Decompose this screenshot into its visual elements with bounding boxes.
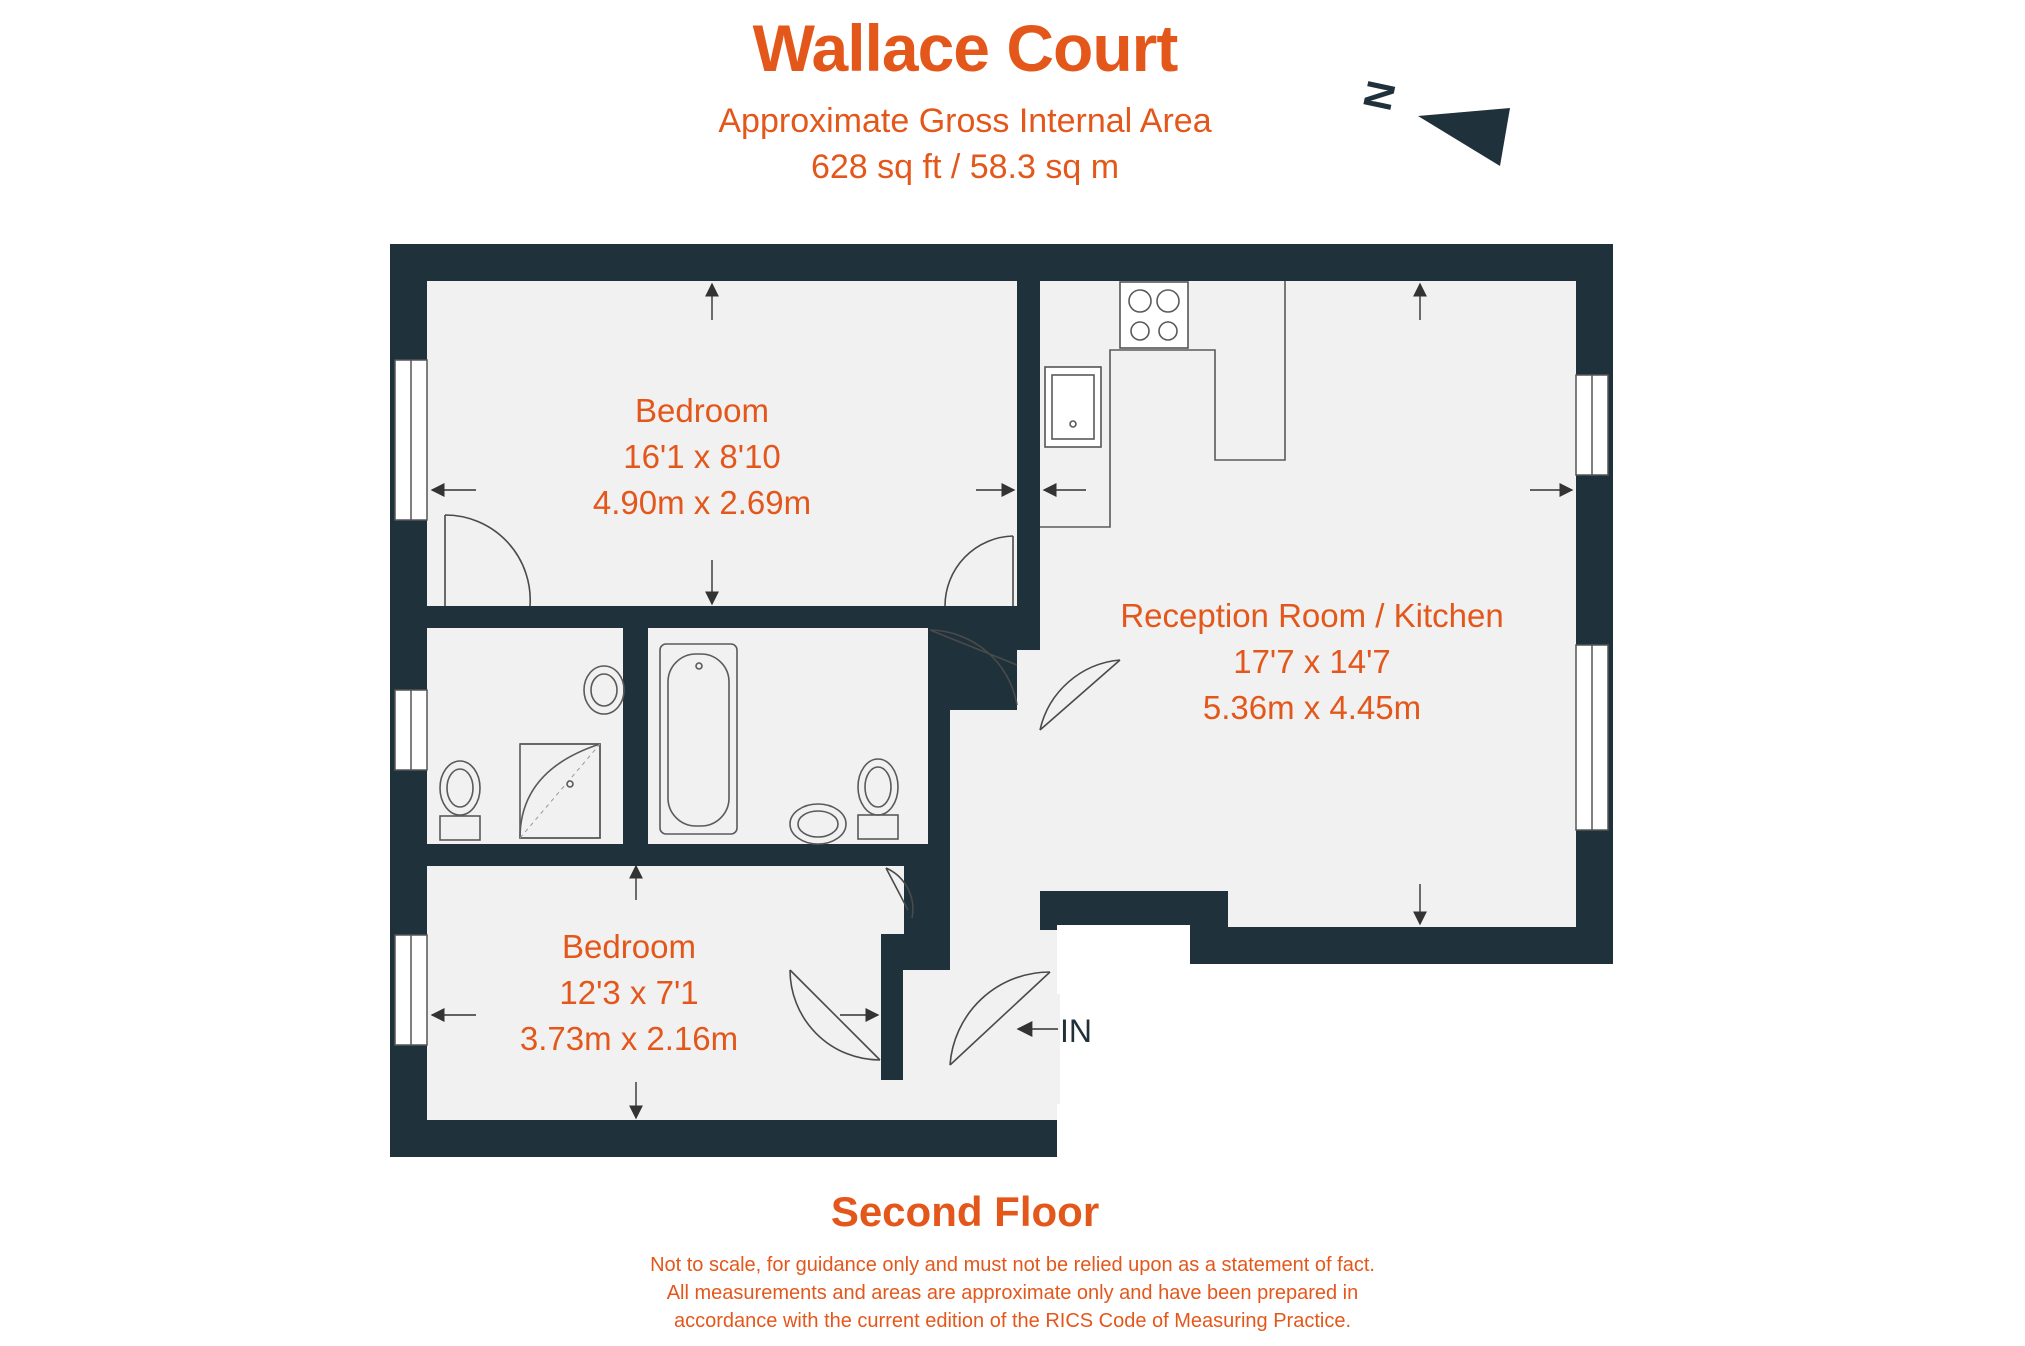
entrance-marker: IN xyxy=(1016,1013,1092,1049)
walls xyxy=(390,244,1613,1157)
room-name: Bedroom xyxy=(562,928,696,965)
dimension-arrows xyxy=(430,282,1574,1120)
bath-icon xyxy=(659,643,738,835)
reception-floor xyxy=(1040,281,1576,891)
door xyxy=(1039,659,1121,731)
compass-north-label: N xyxy=(1356,77,1405,114)
room-metric: 5.36m x 4.45m xyxy=(1203,689,1421,726)
room-label-reception: Reception Room / Kitchen 17'7 x 14'7 5.3… xyxy=(1120,597,1503,726)
bedroom-1-floor xyxy=(427,281,1017,606)
kitchen-fixtures xyxy=(1040,281,1286,528)
room-name: Reception Room / Kitchen xyxy=(1120,597,1503,634)
room-imperial: 12'3 x 7'1 xyxy=(559,974,698,1011)
sink-icon xyxy=(1044,366,1102,448)
cupboard-floor xyxy=(832,866,904,934)
door xyxy=(444,514,532,607)
floor-label: Second Floor xyxy=(830,1188,1100,1235)
disclaimer-line: Not to scale, for guidance only and must… xyxy=(650,1254,1375,1276)
door xyxy=(929,629,1018,706)
room-label-bedroom-1: Bedroom 16'1 x 8'10 4.90m x 2.69m xyxy=(593,392,811,521)
compass-arrow-icon xyxy=(1418,108,1510,166)
door xyxy=(885,867,914,919)
room-metric: 3.73m x 2.16m xyxy=(520,1020,738,1057)
compass: N xyxy=(1356,77,1510,166)
hob-icon xyxy=(1119,281,1189,349)
door xyxy=(789,969,881,1061)
toilet-icon xyxy=(439,815,481,841)
area-label: Approximate Gross Internal Area xyxy=(718,102,1212,140)
windows xyxy=(394,359,1609,1046)
room-imperial: 16'1 x 8'10 xyxy=(623,438,781,475)
area-value: 628 sq ft / 58.3 sq m xyxy=(810,148,1120,186)
disclaimer-line: All measurements and areas are approxima… xyxy=(666,1282,1359,1304)
doors xyxy=(444,514,1121,1066)
bathroom-fixtures xyxy=(659,643,899,845)
ensuite-fixtures xyxy=(439,665,625,841)
bedroom-2-floor xyxy=(427,866,881,1120)
room-imperial: 17'7 x 14'7 xyxy=(1233,643,1391,680)
property-title: Wallace Court xyxy=(752,11,1179,85)
bathroom-floor xyxy=(648,628,928,844)
room-name: Bedroom xyxy=(635,392,769,429)
room-label-bedroom-2: Bedroom 12'3 x 7'1 3.73m x 2.16m xyxy=(520,928,738,1057)
basin-icon xyxy=(583,665,625,715)
entrance-door xyxy=(949,971,1051,1066)
basin-icon xyxy=(789,803,847,845)
disclaimer-line: accordance with the current edition of t… xyxy=(673,1310,1351,1332)
door xyxy=(944,535,1014,607)
room-metric: 4.90m x 2.69m xyxy=(593,484,811,521)
ensuite-floor xyxy=(427,628,623,844)
entrance-label: IN xyxy=(1060,1013,1092,1049)
